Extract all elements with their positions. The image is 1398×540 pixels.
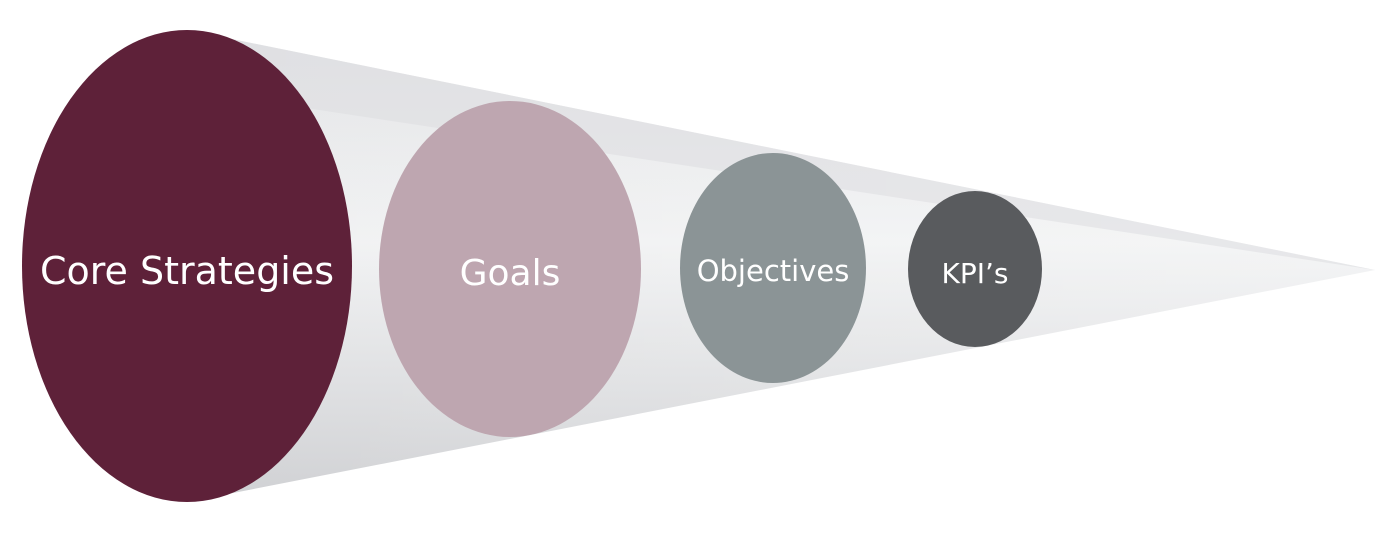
stage-label: KPI’s — [942, 257, 1009, 290]
stage-label: Goals — [460, 253, 561, 294]
stage-ellipse — [680, 153, 866, 383]
stage-label: Objectives — [697, 254, 850, 288]
stage-core-strategies: Core Strategies — [22, 30, 352, 502]
funnel-cone-upper-shade — [187, 30, 1375, 270]
stage-ellipse — [908, 191, 1042, 347]
stage-ellipse — [379, 101, 641, 437]
stage-objectives: Objectives — [680, 153, 866, 383]
stage-ellipse — [22, 30, 352, 502]
stage-goals: Goals — [379, 101, 641, 437]
stage-kpis: KPI’s — [908, 191, 1042, 347]
stage-label: Core Strategies — [40, 249, 334, 293]
